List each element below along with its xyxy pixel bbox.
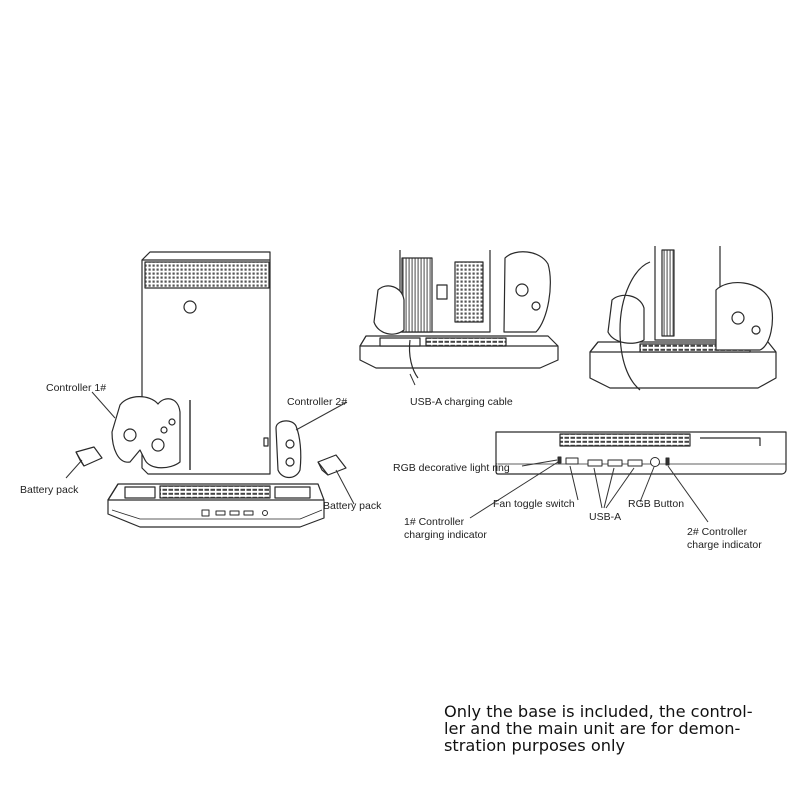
label-fan-toggle-switch: Fan toggle switch — [493, 498, 575, 510]
power-button — [184, 301, 196, 313]
rear-view-illustration-1 — [360, 250, 558, 378]
stand-top-grate — [160, 486, 270, 498]
label-controller-2: Controller 2# — [287, 396, 347, 408]
label-usb-a: USB-A — [589, 511, 621, 523]
disclaimer-line-2: ler and the main unit are for demon- — [444, 720, 774, 737]
console-top-grill — [145, 262, 269, 288]
label-usb-a-charging-cable: USB-A charging cable — [410, 396, 513, 408]
label-controller-2-indicator-line2: charge indicator — [687, 539, 762, 551]
label-rgb-button: RGB Button — [628, 498, 684, 510]
disclaimer-line-1: Only the base is included, the control- — [444, 703, 774, 720]
label-controller-1-indicator-line2: charging indicator — [404, 529, 487, 541]
label-controller-1: Controller 1# — [46, 382, 106, 394]
label-controller-2-indicator-line1: 2# Controller — [687, 526, 747, 538]
label-rgb-light-ring: RGB decorative light ring — [393, 462, 510, 474]
battery-pack-left-illustration — [76, 447, 102, 466]
label-battery-pack-left: Battery pack — [20, 484, 78, 496]
port-closeup-illustration — [496, 432, 786, 474]
label-controller-1-indicator-line1: 1# Controller — [404, 516, 464, 528]
controller-1-illustration — [112, 397, 180, 468]
battery-pack-right-illustration — [318, 455, 346, 475]
disclaimer-line-3: stration purposes only — [444, 737, 774, 754]
console-with-stand-illustration — [76, 252, 346, 527]
label-battery-pack-right: Battery pack — [323, 500, 381, 512]
rear-view-illustration-2 — [590, 246, 776, 390]
disclaimer-note: Only the base is included, the control- … — [444, 703, 774, 754]
